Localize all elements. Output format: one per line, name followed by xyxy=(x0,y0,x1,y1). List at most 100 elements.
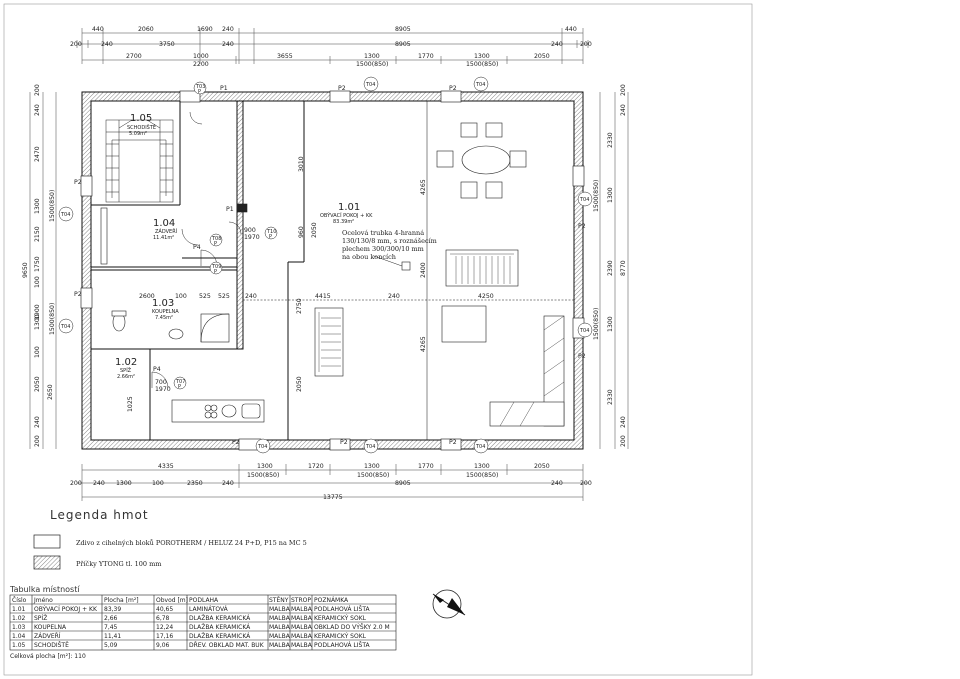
external-walls xyxy=(80,90,585,451)
tag-label: P2 xyxy=(578,353,586,360)
tag-label: P2 xyxy=(578,223,586,230)
dim-text: 2400 xyxy=(420,262,427,278)
dim-text: 1300 xyxy=(34,198,41,214)
table-cell: MALBA xyxy=(269,633,291,640)
dim-text: 200 xyxy=(70,41,82,48)
room-1-02: 1.02 SPÍŽ 2.66m² xyxy=(115,357,137,380)
dim-text: 1300 xyxy=(116,480,132,487)
room-area: 2.66m² xyxy=(117,374,135,380)
table-header-cell: Plocha [m²] xyxy=(104,597,139,604)
table-cell: KERAMICKÝ SOKL xyxy=(314,615,367,622)
sheet-border xyxy=(3,3,753,676)
left-dim-labels: 200 240 2470 1300 1500(850) 2150 1750 10… xyxy=(22,84,56,447)
room-1-01: 1.01 OBÝVACÍ POKOJ + KK 83.39m² xyxy=(320,202,373,225)
dim-text: 1300 xyxy=(34,314,41,330)
dim-text: 1500(850) xyxy=(49,190,56,222)
top-dim-row1: 440 2060 1690 240 8905 440 xyxy=(92,26,577,33)
table-cell: ZÁDVEŘÍ xyxy=(34,632,61,640)
dim-text: 2060 xyxy=(138,26,154,33)
dim-text: 240 xyxy=(620,104,627,116)
bottom-dimensions xyxy=(77,464,588,501)
table-cell: 1.05 xyxy=(12,642,26,649)
room-table: Tabulka místností Číslo Jméno Plocha [m²… xyxy=(9,585,397,660)
tag-label: T04 xyxy=(257,444,267,450)
dim-text: 1900 xyxy=(34,304,41,320)
dim-text: 3655 xyxy=(277,53,293,60)
table-cell: DLAŽBA KERAMICKÁ xyxy=(189,623,251,631)
dim-text: 100 xyxy=(34,346,41,358)
room-area: 11.41m² xyxy=(153,235,174,241)
tag-label: T04 xyxy=(60,324,70,330)
dim-text: 100 xyxy=(152,480,164,487)
tag-label: P xyxy=(178,384,181,390)
dim-text: 100 xyxy=(175,293,187,300)
table-header-cell: Číslo xyxy=(12,597,27,604)
dim-text: 240 xyxy=(620,416,627,428)
room-name: OBÝVACÍ POKOJ + KK xyxy=(320,212,373,219)
dim-text: 4335 xyxy=(158,463,174,470)
dim-text: 4265 xyxy=(420,179,427,195)
dim-text: 200 xyxy=(34,435,41,447)
tag-label: T08 xyxy=(211,236,221,242)
dim-text: 2050 xyxy=(534,53,550,60)
dim-text: 2150 xyxy=(34,226,41,242)
tag-label: P xyxy=(214,269,217,275)
table-total: Celková plocha [m²]: 110 xyxy=(10,653,86,660)
tag-label: P2 xyxy=(232,439,240,446)
dim-text: 3010 xyxy=(298,156,305,172)
table-cell: MALBA xyxy=(269,606,291,613)
dim-text: 1500(850) xyxy=(357,472,389,479)
dim-text: 13775 xyxy=(323,494,343,501)
dim-text: 240 xyxy=(222,41,234,48)
chair xyxy=(436,150,454,168)
dim-text: 1300 xyxy=(607,316,614,332)
element-tags xyxy=(58,76,593,454)
tag-label: P4 xyxy=(193,244,201,251)
dim-text: 1690 xyxy=(197,26,213,33)
tag-label: T04 xyxy=(365,82,375,88)
note-line: plechem 300/300/10 mm xyxy=(342,245,424,253)
room-name: SPÍŽ xyxy=(120,366,132,374)
left-dimensions xyxy=(29,92,57,449)
table-cell: 6,78 xyxy=(156,615,170,622)
dining-table xyxy=(461,145,511,175)
dim-text: 4265 xyxy=(420,336,427,352)
dim-text: 240 xyxy=(34,416,41,428)
dim-text: 100 xyxy=(34,276,41,288)
table-cell: SCHODIŠTĚ xyxy=(34,641,69,649)
dim-text: 240 xyxy=(551,480,563,487)
tag-label: P2 xyxy=(338,85,346,92)
dim-text: 1300 xyxy=(364,463,380,470)
dim-text: 2350 xyxy=(187,480,203,487)
table-cell: OBÝVACÍ POKOJ + KK xyxy=(34,606,98,613)
legend-swatch-partition xyxy=(33,555,61,570)
tag-label: P xyxy=(214,241,217,247)
tag-label: T04 xyxy=(475,444,485,450)
room-area: 83.39m² xyxy=(333,219,354,225)
dim-text: 240 xyxy=(93,480,105,487)
dim-text: 900 xyxy=(244,227,256,234)
table-cell: KOUPELNA xyxy=(34,624,67,631)
table-cell: 12,24 xyxy=(156,624,173,631)
tag-label: T04 xyxy=(579,197,589,203)
top-dim-row3: 2700 1000 3655 1300 1770 1300 2050 2200 … xyxy=(126,53,550,68)
kitchenette xyxy=(171,399,265,423)
dim-text: 9650 xyxy=(22,262,29,278)
table-cell: SPÍŽ xyxy=(34,614,47,622)
dim-text: 2390 xyxy=(607,260,614,276)
table-header-cell: STROP xyxy=(291,597,311,604)
table-cell: DLAŽBA KERAMICKÁ xyxy=(189,632,251,640)
tag-label: T03 xyxy=(195,84,205,90)
dim-text: 700 xyxy=(155,379,167,386)
table-header-cell: POZNÁMKA xyxy=(314,597,349,604)
table-cell: 2,66 xyxy=(104,615,118,622)
dim-text: 240 xyxy=(222,26,234,33)
dim-text: 1750 xyxy=(34,256,41,272)
dim-text: 1720 xyxy=(308,463,324,470)
tag-label: T04 xyxy=(475,82,485,88)
right-dim-labels: 200 240 2330 1300 1500(850) 2390 8770 13… xyxy=(593,84,627,447)
table-cell: 9,06 xyxy=(156,642,170,649)
table-cell: OBKLAD DO VÝŠKY 2.0 M xyxy=(314,624,390,631)
